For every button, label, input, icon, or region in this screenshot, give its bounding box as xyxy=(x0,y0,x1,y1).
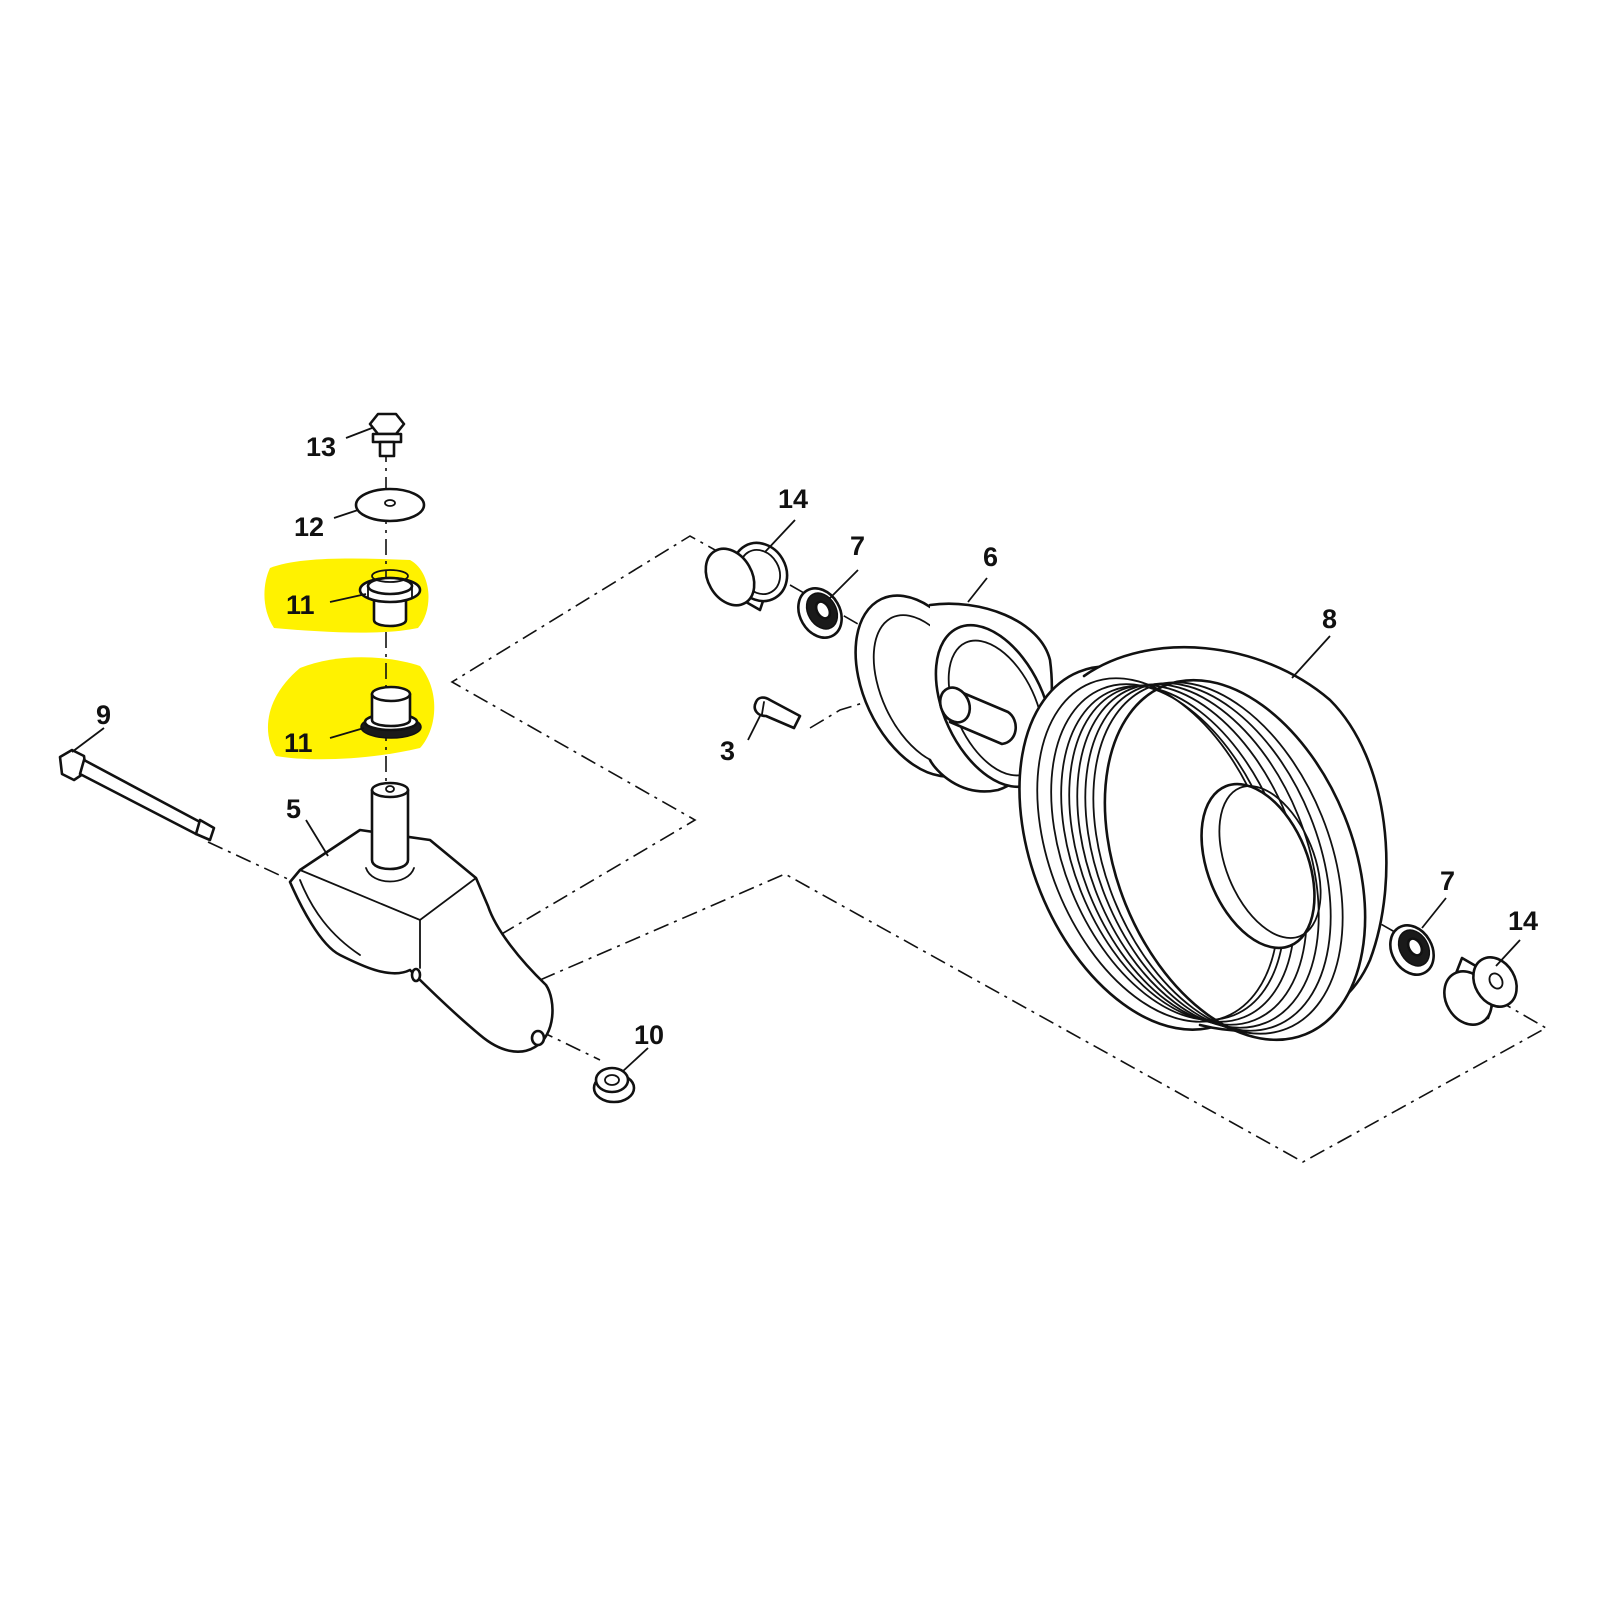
part-7-bearing-right xyxy=(1389,924,1435,976)
callout-14-left: 14 xyxy=(778,484,808,514)
callout-5: 5 xyxy=(286,794,301,824)
part-11-bushing-top xyxy=(358,569,422,628)
part-7-bearing-left xyxy=(797,587,843,639)
part-3-valve-stem xyxy=(753,696,802,730)
leader-lines xyxy=(71,427,1521,1073)
part-11-bushing-bottom xyxy=(360,685,422,739)
part-5-caster-fork xyxy=(288,781,554,1053)
callout-7-left: 7 xyxy=(850,531,865,561)
callout-13: 13 xyxy=(306,432,336,462)
callout-9: 9 xyxy=(96,700,111,730)
callout-10: 10 xyxy=(634,1020,664,1050)
callout-11-bottom: 11 xyxy=(284,728,313,758)
part-14-spacer-left xyxy=(704,541,789,612)
callout-14-right: 14 xyxy=(1508,906,1538,936)
part-8-tire xyxy=(1018,645,1388,1042)
part-12-washer xyxy=(354,487,426,523)
part-10-nut xyxy=(592,1066,636,1104)
part-13-bolt xyxy=(368,412,406,458)
part-9-axle-bolt xyxy=(58,748,216,842)
callout-6: 6 xyxy=(983,542,998,572)
callout-12: 12 xyxy=(294,512,324,542)
callout-11-top: 11 xyxy=(286,590,315,620)
callout-8: 8 xyxy=(1322,604,1337,634)
callout-labels: 13 12 11 11 9 5 10 3 14 7 6 8 7 14 xyxy=(96,432,1538,1050)
part-14-spacer-right xyxy=(1443,956,1518,1026)
callout-7-right: 7 xyxy=(1440,866,1455,896)
callout-3: 3 xyxy=(720,736,735,766)
